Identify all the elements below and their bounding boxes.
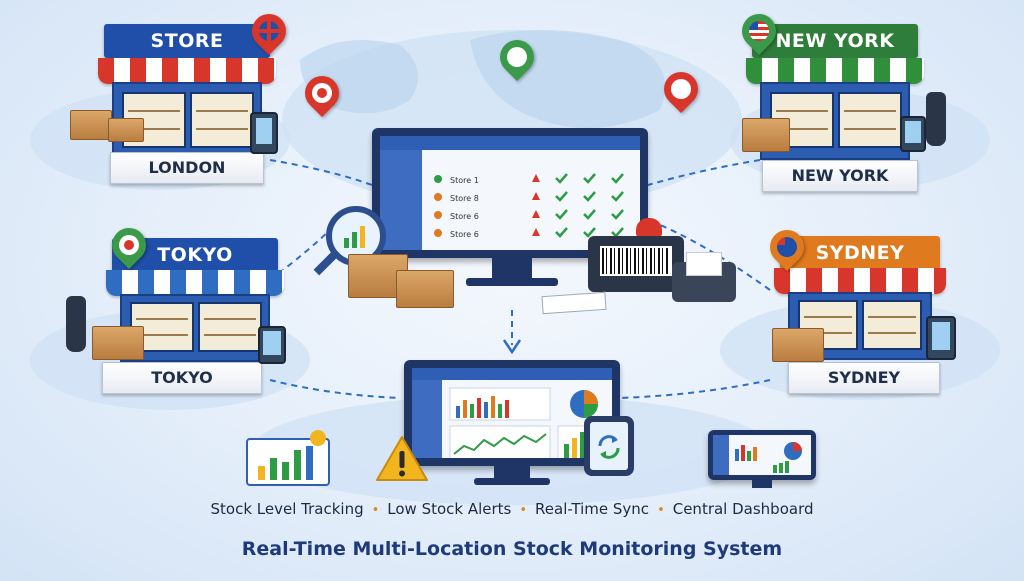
store-awning [98, 58, 276, 84]
monitor-stand [492, 258, 532, 280]
tablet-icon [258, 326, 286, 364]
receipt-printer-icon [672, 252, 736, 302]
feature-central-dashboard: Central Dashboard [672, 500, 814, 518]
page-title: Real-Time Multi-Location Stock Monitorin… [241, 538, 783, 560]
mini-dashboard-monitor [708, 430, 816, 480]
cardboard-box-icon [92, 326, 144, 360]
feature-list: Stock Level Tracking • Low Stock Alerts • Re… [170, 500, 854, 518]
monitor-stand [494, 466, 530, 480]
store-awning [106, 270, 284, 296]
warning-triangle-icon [376, 436, 428, 481]
cardboard-box-icon [772, 328, 824, 362]
cardboard-box-icon [70, 110, 112, 140]
tablet-icon [250, 112, 278, 154]
sync-tablet-icon [584, 416, 634, 476]
sun-icon [310, 430, 326, 446]
row-label: Store 1 [450, 176, 479, 185]
store-sydney: SYDNEY SYDNEY [774, 236, 946, 396]
tablet-icon [926, 316, 956, 360]
store-sign: NEW YORK [752, 24, 918, 58]
bar-chart-card-icon [246, 438, 330, 486]
cardboard-box-icon [108, 118, 144, 142]
store-new-york: NEW YORK NEW YORK [746, 24, 924, 194]
store-london: STORE LONDON [98, 24, 276, 194]
store-name-banner: TOKYO [102, 362, 262, 394]
store-tokyo: TOKYO TOKYO [102, 238, 284, 398]
table-row: Store 1 [434, 174, 479, 188]
cardboard-box-icon [396, 270, 454, 308]
store-name-banner: NEW YORK [762, 160, 918, 192]
inventory-screen: Store 1 Store 8 Store 6 Store 6 [380, 136, 640, 250]
dashboard-charts [449, 387, 611, 458]
table-row: Store 6 [434, 210, 479, 224]
check-marks-icon [532, 173, 624, 238]
feature-real-time-sync: Real-Time Sync [535, 500, 650, 518]
storefront [788, 292, 932, 360]
table-row: Store 6 [434, 228, 479, 242]
barcode-reader-icon [588, 236, 684, 292]
monitor-base [466, 278, 558, 286]
feature-stock-level-tracking: Stock Level Tracking [210, 500, 364, 518]
row-label: Store 8 [450, 194, 479, 203]
store-sign: STORE [104, 24, 270, 58]
store-awning [774, 268, 946, 294]
separator-dot: • [657, 503, 665, 518]
table-row: Store 8 [434, 192, 479, 206]
row-label: Store 6 [450, 230, 479, 239]
dashboard-monitor [404, 360, 620, 466]
monitor-base [474, 478, 550, 485]
barcode-scanner-icon [66, 296, 86, 352]
storefront [112, 82, 262, 160]
store-sign: SYDNEY [780, 236, 940, 270]
cardboard-box-icon [742, 118, 790, 152]
alarm-light-icon [636, 218, 662, 236]
store-name-banner: SYDNEY [788, 362, 940, 394]
store-name-banner: LONDON [110, 152, 264, 184]
separator-dot: • [371, 503, 380, 518]
dashboard-screen [412, 368, 612, 458]
row-label: Store 6 [450, 212, 479, 221]
barcode-scanner-icon [926, 92, 946, 146]
store-awning [746, 58, 924, 84]
monitor-stand [752, 480, 772, 488]
tablet-icon [900, 116, 926, 152]
storefront [120, 294, 270, 362]
central-monitor: Store 1 Store 8 Store 6 Store 6 [372, 128, 648, 258]
separator-dot: • [519, 503, 528, 518]
feature-low-stock-alerts: Low Stock Alerts [387, 500, 512, 518]
